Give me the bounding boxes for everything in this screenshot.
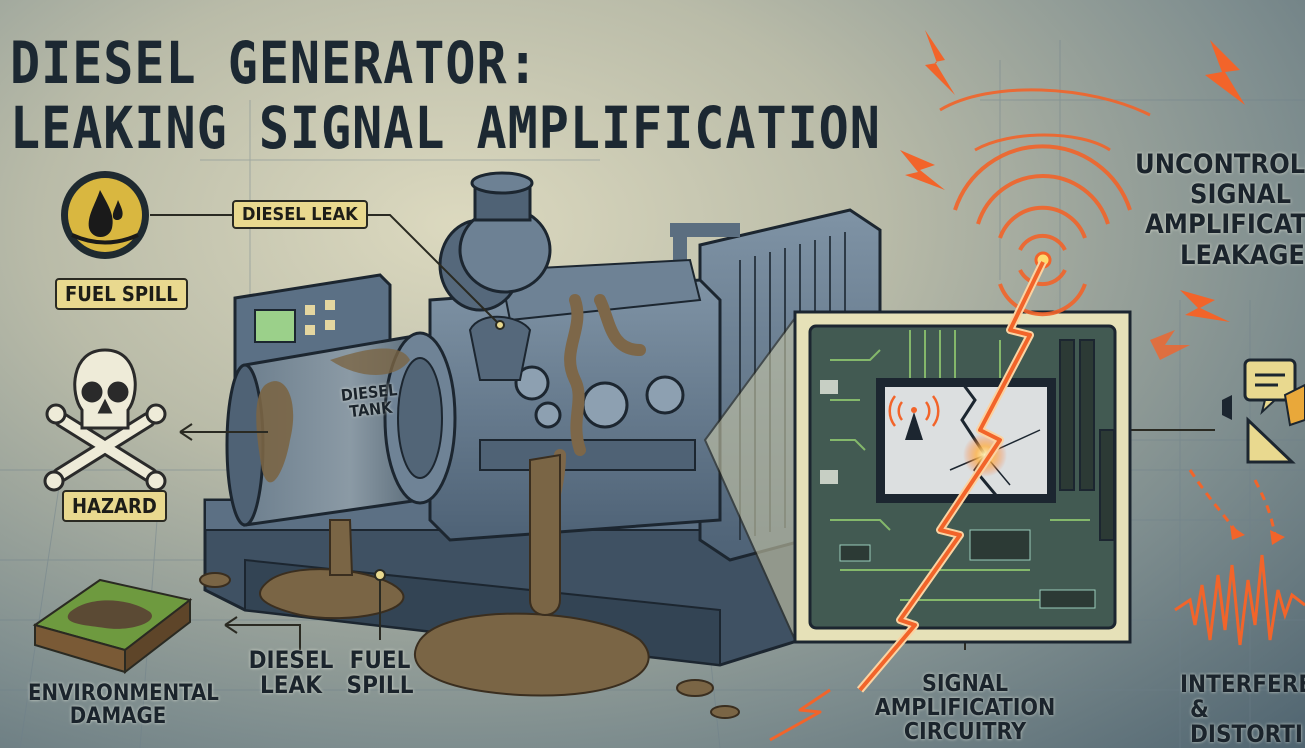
fuel-spill-bottom-label: FUEL SPILL xyxy=(345,646,415,700)
signal-waves xyxy=(939,88,1151,317)
oil-puddles xyxy=(199,453,740,719)
air-filter xyxy=(438,171,552,312)
uncontrolled-line3: AMPLIFICATIO xyxy=(1145,209,1305,241)
environmental-line2: DAMAGE xyxy=(69,704,167,730)
environmental-line1: ENVIRONMENTAL xyxy=(28,681,219,706)
chat-bubble-icon xyxy=(1243,358,1297,416)
fuel-spill-bottom-line1: FUEL xyxy=(349,646,411,674)
circuit-board-panel xyxy=(793,310,1132,644)
uncontrolled-leakage-label: UNCONTROLL SIGNAL AMPLIFICATIO LEAKAGE xyxy=(1135,150,1305,271)
interference-waveform xyxy=(1174,554,1305,646)
oil-drop-icon xyxy=(61,171,149,259)
fuel-spill-bottom-line2: SPILL xyxy=(346,671,414,700)
diesel-leak-bottom-label: DIESEL LEAK xyxy=(246,646,336,700)
page-title-line2: LEAKING SIGNAL AMPLIFICATION xyxy=(10,95,881,162)
interference-line1: INTERFERE xyxy=(1180,672,1305,698)
uncontrolled-line1: UNCONTROLL xyxy=(1135,150,1305,180)
uncontrolled-line2: SIGNAL xyxy=(1190,179,1292,211)
diesel-leak-callout: DIESEL LEAK xyxy=(232,200,368,229)
hazard-label: HAZARD xyxy=(62,490,167,522)
interference-distortion-label: INTERFERE & DISTORTI xyxy=(1180,672,1305,748)
dashed-arrows xyxy=(1188,469,1277,536)
lightning-bolt xyxy=(769,260,1047,742)
antenna-icon xyxy=(888,395,940,440)
circuitry-line2: CIRCUITRY xyxy=(903,719,1027,746)
page-title-line1: DIESEL GENERATOR: xyxy=(10,30,539,97)
speaker-icon xyxy=(1222,395,1232,420)
skull-crossbones-icon xyxy=(43,348,167,492)
environmental-damage-label: ENVIRONMENTAL DAMAGE xyxy=(28,681,219,730)
interference-line2: & DISTORTI xyxy=(1190,695,1303,748)
diesel-tank xyxy=(225,331,457,527)
uncontrolled-line4: LEAKAGE xyxy=(1180,239,1305,271)
warning-triangle-icon xyxy=(1246,416,1296,464)
circuitry-line1: SIGNAL AMPLIFICATION xyxy=(874,671,1056,722)
diesel-leak-bottom-line2: LEAK xyxy=(260,671,322,700)
signal-amplification-circuitry-label: SIGNAL AMPLIFICATION CIRCUITRY xyxy=(835,671,1095,746)
contaminated-ground-icon xyxy=(32,578,193,675)
diesel-leak-bottom-line1: DIESEL xyxy=(248,646,334,674)
envelope-icon xyxy=(1283,383,1305,427)
fuel-spill-label: FUEL SPILL xyxy=(55,278,188,310)
spark-icons xyxy=(900,30,1245,360)
